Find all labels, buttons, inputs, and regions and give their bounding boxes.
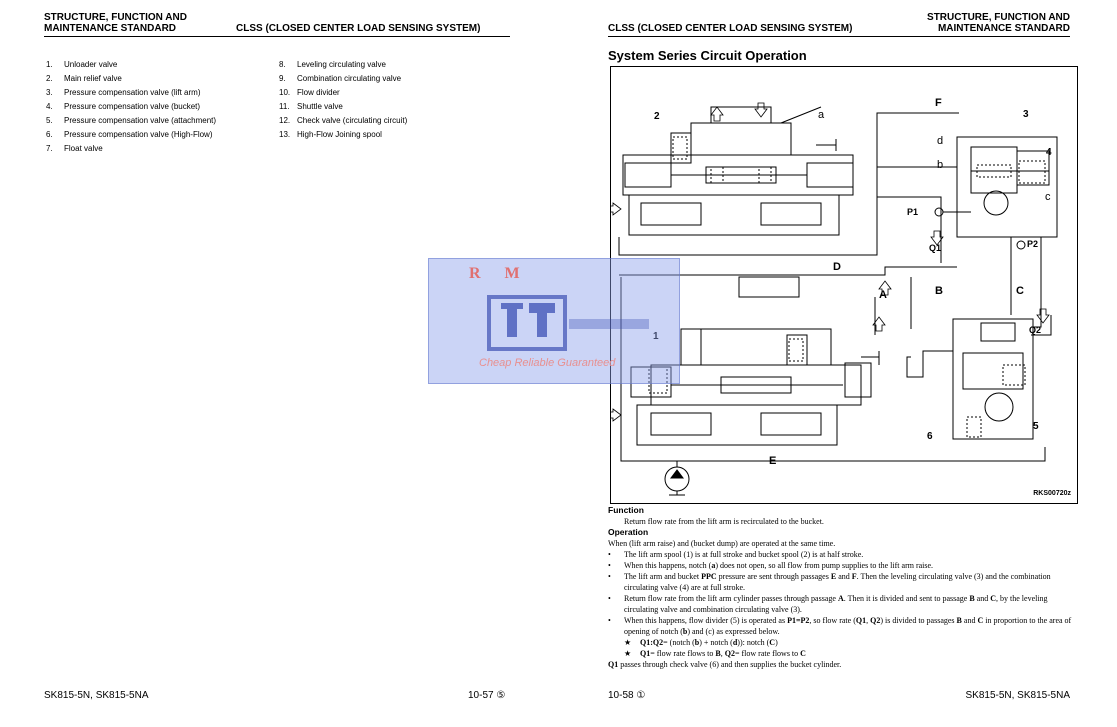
star-icon: ★: [624, 638, 632, 647]
formula-item: ★ Q1:Q2= (notch (b) + notch (d)): notch …: [624, 638, 778, 647]
label-p1: P1: [907, 207, 919, 217]
figure-code: RKS00720z: [1033, 490, 1071, 497]
function-heading: Function: [608, 505, 644, 515]
right-footer-model: SK815-5N, SK815-5NA: [965, 690, 1070, 701]
list-item: •The lift arm spool (1) is at full strok…: [608, 550, 864, 559]
label-notch-b: b: [937, 159, 944, 171]
label-4: 4: [1046, 147, 1052, 158]
parts-list-col2: 8.Leveling circulating valve 9.Combinati…: [279, 58, 407, 142]
lower-valve-top: [680, 328, 832, 366]
list-item: 10.Flow divider: [279, 88, 340, 97]
right-header-section: STRUCTURE, FUNCTION AND MAINTENANCE STAN…: [927, 12, 1070, 34]
flow-divider-block: [952, 318, 1034, 440]
list-item: 4.Pressure compensation valve (bucket): [46, 102, 201, 111]
label-p2: P2: [1027, 239, 1039, 249]
left-footer-model: SK815-5N, SK815-5NA: [44, 690, 149, 701]
parts-list-col1: 1.Unloader valve 2.Main relief valve 3.P…: [46, 58, 216, 156]
label-passage-c: C: [1016, 285, 1024, 297]
list-item: 12.Check valve (circulating circuit): [279, 116, 408, 125]
closing-text: Q1 passes through check valve (6) and th…: [608, 660, 842, 669]
left-footer-page: 10-57 ⑤: [468, 690, 506, 701]
label-q1: Q1: [929, 243, 942, 253]
label-5: 5: [1033, 421, 1039, 432]
left-header-section: STRUCTURE, FUNCTION AND MAINTENANCE STAN…: [44, 12, 187, 34]
circuit-schematic: [611, 102, 1058, 496]
label-6: 6: [927, 431, 933, 442]
left-page: STRUCTURE, FUNCTION AND MAINTENANCE STAN…: [0, 0, 558, 727]
list-item: 1.Unloader valve: [46, 60, 118, 69]
list-item: • The lift arm and bucket PPC pressure a…: [608, 572, 1051, 592]
circulating-valve-block: [956, 136, 1058, 238]
label-passage-b: B: [935, 285, 943, 297]
operation-text: Function Return flow rate from the lift …: [608, 505, 1078, 670]
upper-valve-top: [690, 122, 792, 156]
header-rule: [44, 36, 510, 37]
watermark: R M Cheap Reliable Guaranteed: [428, 258, 680, 384]
label-3: 3: [1023, 109, 1029, 120]
right-footer-page: 10-58 ①: [608, 690, 646, 701]
list-item: • When this happens, flow divider (5) is…: [608, 616, 1072, 636]
label-notch-a: a: [818, 109, 825, 121]
list-item: 8.Leveling circulating valve: [279, 60, 386, 69]
formula-item: ★ Q1= flow rate flows to B, Q2= flow rat…: [624, 649, 806, 658]
list-item: 2.Main relief valve: [46, 74, 122, 83]
list-item: 5.Pressure compensation valve (attachmen…: [46, 116, 217, 125]
list-item: 11.Shuttle valve: [279, 102, 343, 111]
operation-heading: Operation: [608, 527, 649, 537]
hydraulic-circuit-diagram: 2 a F 3 d 4 b c P1 Q1 P2 D A B C Q2 1 6 …: [610, 66, 1078, 504]
left-header-chapter: CLSS (CLOSED CENTER LOAD SENSING SYSTEM): [236, 23, 481, 34]
wrench-logo-icon: [487, 295, 649, 351]
right-page: CLSS (CLOSED CENTER LOAD SENSING SYSTEM)…: [558, 0, 1117, 727]
watermark-brand: R M: [469, 265, 530, 282]
label-passage-e: E: [769, 455, 777, 467]
section-title: System Series Circuit Operation: [608, 48, 807, 63]
list-item: • Return flow rate from the lift arm cyl…: [608, 594, 1048, 614]
label-passage-f: F: [935, 97, 942, 109]
label-q2: Q2: [1029, 325, 1042, 335]
list-item: 3.Pressure compensation valve (lift arm): [46, 88, 201, 97]
header-rule: [608, 36, 1070, 37]
label-2: 2: [654, 111, 660, 122]
label-1: 1: [653, 331, 659, 342]
label-notch-d: d: [937, 135, 944, 147]
list-item: 13.High-Flow Joining spool: [279, 130, 382, 139]
list-item: 6.Pressure compensation valve (High-Flow…: [46, 130, 213, 139]
label-passage-a: A: [879, 289, 887, 301]
function-text: Return flow rate from the lift arm is re…: [624, 517, 824, 526]
list-item: 9.Combination circulating valve: [279, 74, 402, 83]
star-icon: ★: [624, 649, 632, 658]
watermark-tagline: Cheap Reliable Guaranteed: [479, 357, 616, 369]
label-passage-d: D: [833, 261, 841, 273]
list-item: 7.Float valve: [46, 144, 103, 153]
list-item: • When this happens, notch (a) does not …: [608, 561, 934, 570]
right-header-chapter: CLSS (CLOSED CENTER LOAD SENSING SYSTEM): [608, 23, 853, 34]
operation-intro: When (lift arm raise) and (bucket dump) …: [608, 539, 836, 548]
label-notch-c: c: [1045, 191, 1051, 203]
